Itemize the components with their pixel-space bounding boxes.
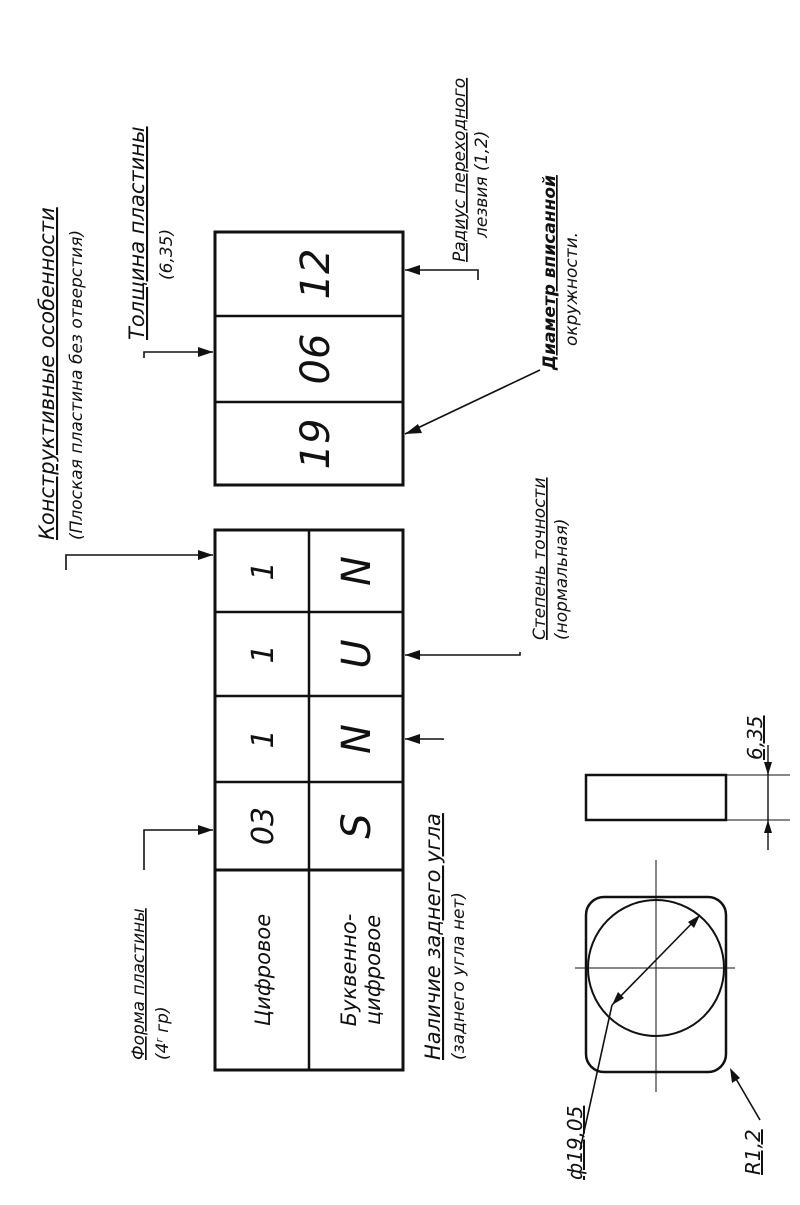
plate-top-view bbox=[575, 860, 761, 1151]
cell-alpha-1: S bbox=[334, 813, 380, 838]
svg-text:(заднего угла нет): (заднего угла нет) bbox=[449, 892, 469, 1060]
cell-digital-1: 03 bbox=[246, 807, 281, 845]
size-table bbox=[213, 230, 405, 487]
svg-text:1: 1 bbox=[246, 729, 281, 748]
svg-text:19: 19 bbox=[293, 419, 339, 470]
svg-text:лезвия (1,2): лезвия (1,2) bbox=[472, 131, 492, 239]
svg-text:N: N bbox=[334, 724, 380, 754]
row-label-line: Буквенно- bbox=[337, 914, 361, 1027]
svg-text:ф19,05: ф19,05 bbox=[563, 1106, 587, 1180]
size-cell-radius: 12 bbox=[293, 249, 339, 300]
svg-text:(6,35): (6,35) bbox=[157, 229, 177, 280]
svg-text:03: 03 bbox=[246, 807, 281, 845]
svg-text:(Плоская пластина без отверсти: (Плоская пластина без отверстия) bbox=[67, 230, 87, 540]
row-label-alphanumeric: Буквенно-цифровое bbox=[337, 914, 385, 1027]
annotation-plate-shape: Форма пластины (4ʳ гр) bbox=[129, 908, 173, 1060]
size-cell-thickness: 06 bbox=[293, 334, 339, 385]
code-table bbox=[213, 528, 405, 1072]
svg-text:(4ʳ гр): (4ʳ гр) bbox=[153, 1006, 173, 1060]
leader-arrowheads bbox=[198, 265, 422, 835]
svg-text:06: 06 bbox=[293, 334, 339, 385]
annotation-thickness: Толщина пластины (6,35) bbox=[125, 126, 177, 340]
cell-digital-2: 1 bbox=[246, 729, 281, 748]
svg-text:12: 12 bbox=[293, 249, 339, 300]
svg-text:1: 1 bbox=[246, 644, 281, 663]
svg-text:1: 1 bbox=[246, 561, 281, 580]
svg-text:Диаметр вписанной: Диаметр вписанной bbox=[540, 175, 560, 371]
svg-text:N: N bbox=[334, 556, 380, 586]
dimension-radius: R1,2 bbox=[741, 1129, 765, 1175]
row-label-line: цифровое bbox=[361, 915, 385, 1025]
row-label-alphanumeric-text: Буквенно-цифровое bbox=[337, 914, 385, 1027]
dimension-thickness: 6,35 bbox=[743, 715, 767, 760]
svg-text:R1,2: R1,2 bbox=[741, 1129, 765, 1175]
size-cell-diameter: 19 bbox=[293, 419, 339, 470]
svg-text:Толщина пластины: Толщина пластины bbox=[125, 126, 149, 340]
svg-text:Радиус переходного: Радиус переходного bbox=[450, 78, 470, 262]
svg-text:Цифровое: Цифровое bbox=[251, 914, 275, 1026]
svg-text:Форма пластины: Форма пластины bbox=[129, 908, 149, 1060]
cell-alpha-3: U bbox=[334, 639, 380, 668]
plate-side-view bbox=[584, 745, 790, 850]
cell-alpha-2: N bbox=[334, 724, 380, 754]
svg-text:U: U bbox=[334, 639, 380, 668]
svg-text:(нормальная): (нормальная) bbox=[552, 519, 572, 640]
svg-text:Конструктивные особенности: Конструктивные особенности bbox=[35, 207, 59, 540]
annotation-relief-angle: Наличие заднего угла (заднего угла нет) bbox=[421, 813, 469, 1060]
annotation-design-features: Конструктивные особенности (Плоская плас… bbox=[35, 207, 87, 540]
cell-digital-4: 1 bbox=[246, 561, 281, 580]
dimension-diameter: ф19,05 bbox=[563, 1106, 587, 1180]
svg-text:окружности.: окружности. bbox=[562, 232, 582, 346]
row-label-digital: Цифровое bbox=[251, 914, 275, 1026]
svg-text:S: S bbox=[334, 813, 380, 838]
cell-alpha-4: N bbox=[334, 556, 380, 586]
svg-text:6,35: 6,35 bbox=[743, 715, 767, 760]
annotation-accuracy: Степень точности (нормальная) bbox=[530, 477, 572, 640]
svg-text:Наличие заднего угла: Наличие заднего угла bbox=[421, 813, 445, 1060]
annotation-radius: Радиус переходного лезвия (1,2) bbox=[450, 78, 492, 262]
annotation-diameter: Диаметр вписанной окружности. bbox=[540, 175, 582, 371]
cell-digital-3: 1 bbox=[246, 644, 281, 663]
svg-text:Степень точности: Степень точности bbox=[530, 477, 550, 640]
